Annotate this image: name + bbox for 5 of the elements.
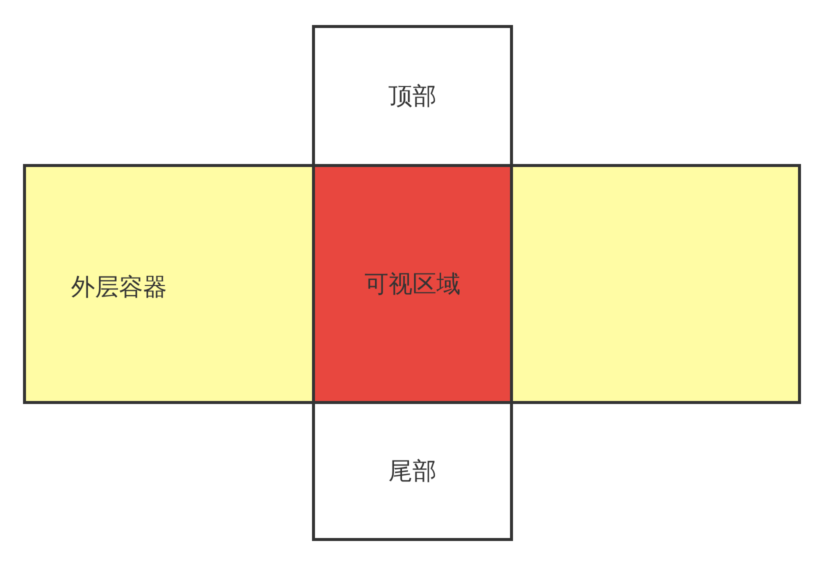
outer-container-band — [23, 164, 801, 404]
container-label: 外层容器 — [71, 272, 167, 303]
bottom-panel: 尾部 — [312, 401, 513, 541]
top-panel: 顶部 — [312, 25, 513, 167]
viewport-box: 可视区域 — [312, 164, 513, 404]
